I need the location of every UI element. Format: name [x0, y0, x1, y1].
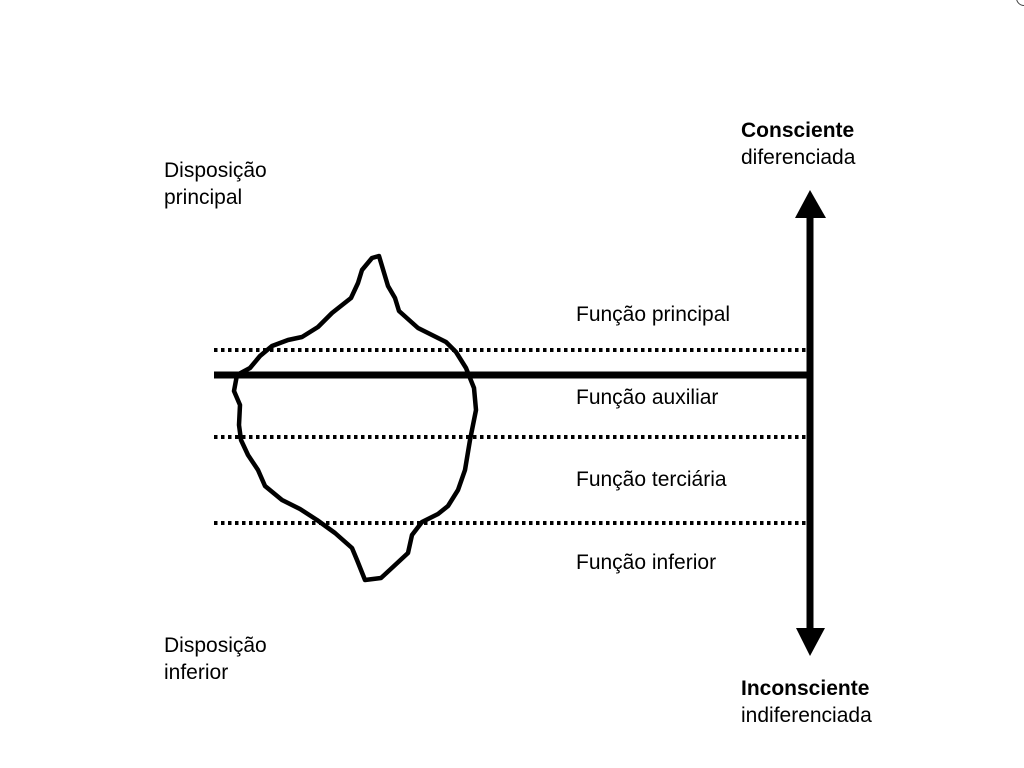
unconscious-pole-label: Inconsciente indiferenciada — [741, 675, 872, 729]
disposition-principal-line2: principal — [164, 186, 243, 209]
function-label-terciaria: Função terciária — [576, 468, 727, 491]
disposition-inferior-line1: Disposição — [164, 634, 267, 657]
conscious-pole-label: Consciente diferenciada — [741, 117, 855, 171]
disposition-principal-line1: Disposição — [164, 159, 267, 182]
disposition-inferior-label: Disposição inferior — [164, 632, 267, 686]
function-label-auxiliar: Função auxiliar — [576, 386, 719, 409]
function-label-principal: Função principal — [576, 303, 731, 326]
unconscious-subtitle: indiferenciada — [741, 704, 872, 727]
iceberg-outline — [231, 253, 479, 583]
unconscious-title: Inconsciente — [741, 677, 870, 700]
conscious-subtitle: diferenciada — [741, 146, 856, 169]
arrow-down-head — [796, 628, 825, 656]
function-label-inferior: Função inferior — [576, 551, 717, 574]
disposition-principal-label: Disposição principal — [164, 157, 267, 211]
disposition-inferior-line2: inferior — [164, 661, 229, 684]
arrow-up-head — [795, 190, 826, 218]
conscious-title: Consciente — [741, 119, 855, 142]
